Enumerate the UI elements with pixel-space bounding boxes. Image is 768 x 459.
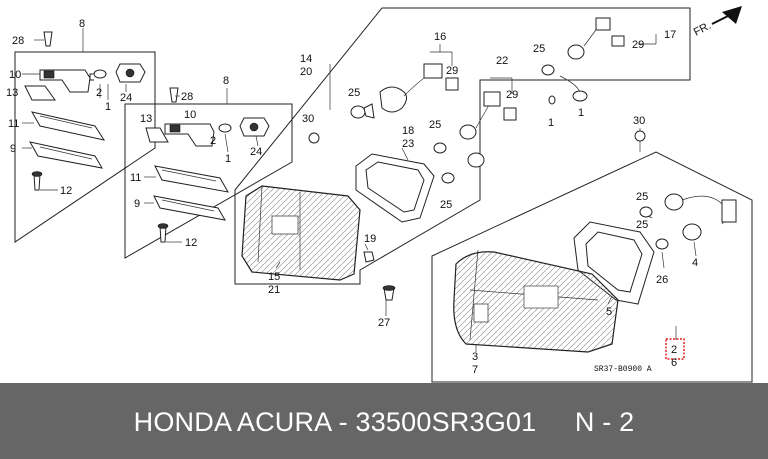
callout-2: 2: [671, 344, 677, 356]
callout-10: 10: [9, 69, 21, 81]
callout-1: 1: [548, 117, 554, 129]
callout-6: 6: [671, 357, 677, 369]
callout-1: 1: [225, 153, 231, 165]
callout-25: 25: [348, 87, 360, 99]
parts-diagram: FR. 8 28 10 2 13 1 24 11 9 12 8 28 10 13…: [6, 6, 753, 383]
callout-22: 22: [496, 55, 508, 67]
callout-13: 13: [140, 113, 152, 125]
panel-inner-tail-light: [234, 7, 691, 316]
callout-26: 26: [656, 274, 668, 286]
callout-8: 8: [79, 18, 85, 30]
footer-title: HONDA ACURA - 33500SR3G01 N - 2: [133, 407, 635, 437]
callout-29: 29: [632, 39, 644, 51]
callout-21: 21: [268, 284, 280, 296]
callout-17: 17: [664, 29, 676, 41]
callout-27: 27: [378, 317, 390, 329]
callout-8: 8: [223, 75, 229, 87]
callout-2: 2: [96, 87, 102, 99]
callout-25: 25: [636, 219, 648, 231]
callout-29: 29: [506, 89, 518, 101]
callout-12: 12: [60, 185, 72, 197]
callout-11: 11: [130, 172, 141, 184]
callout-18: 18: [402, 125, 414, 137]
callout-25: 25: [636, 191, 648, 203]
callout-30: 30: [633, 115, 645, 127]
callout-3: 3: [472, 351, 478, 363]
callout-numbers: 8 28 10 2 13 1 24 11 9 12 8 28 10 13 2 1…: [6, 18, 698, 376]
callout-15: 15: [268, 271, 280, 283]
callout-9: 9: [134, 198, 140, 210]
callout-2: 2: [210, 135, 216, 147]
callout-25: 25: [440, 199, 452, 211]
footer-bar: HONDA ACURA - 33500SR3G01 N - 2: [0, 383, 768, 459]
callout-30: 30: [302, 113, 314, 125]
callout-28: 28: [181, 91, 193, 103]
callout-29: 29: [446, 65, 458, 77]
callout-19: 19: [364, 233, 376, 245]
callout-23: 23: [402, 138, 414, 150]
callout-13: 13: [6, 87, 18, 99]
callout-20: 20: [300, 66, 312, 78]
callout-1: 1: [105, 101, 111, 113]
callout-9: 9: [10, 143, 16, 155]
callout-24: 24: [250, 146, 262, 158]
highlight-box: [665, 338, 685, 360]
callout-28: 28: [12, 35, 24, 47]
callout-25: 25: [429, 119, 441, 131]
panel-license-light-b: [124, 87, 293, 259]
callout-14: 14: [300, 53, 312, 65]
diagram-code: SR37-B0900 A: [594, 365, 652, 374]
callout-4: 4: [692, 257, 698, 269]
callout-25: 25: [533, 43, 545, 55]
callout-16: 16: [434, 31, 446, 43]
callout-24: 24: [120, 92, 132, 104]
callout-11: 11: [8, 118, 19, 130]
fr-label: FR.: [692, 20, 713, 39]
callout-5: 5: [606, 306, 612, 318]
panel-license-light-a: [14, 28, 156, 243]
callout-1: 1: [578, 107, 584, 119]
callout-7: 7: [472, 364, 478, 376]
callout-10: 10: [184, 109, 196, 121]
panel-outer-tail-light: [431, 128, 753, 383]
front-direction-arrow: [711, 6, 742, 25]
callout-12: 12: [185, 237, 197, 249]
